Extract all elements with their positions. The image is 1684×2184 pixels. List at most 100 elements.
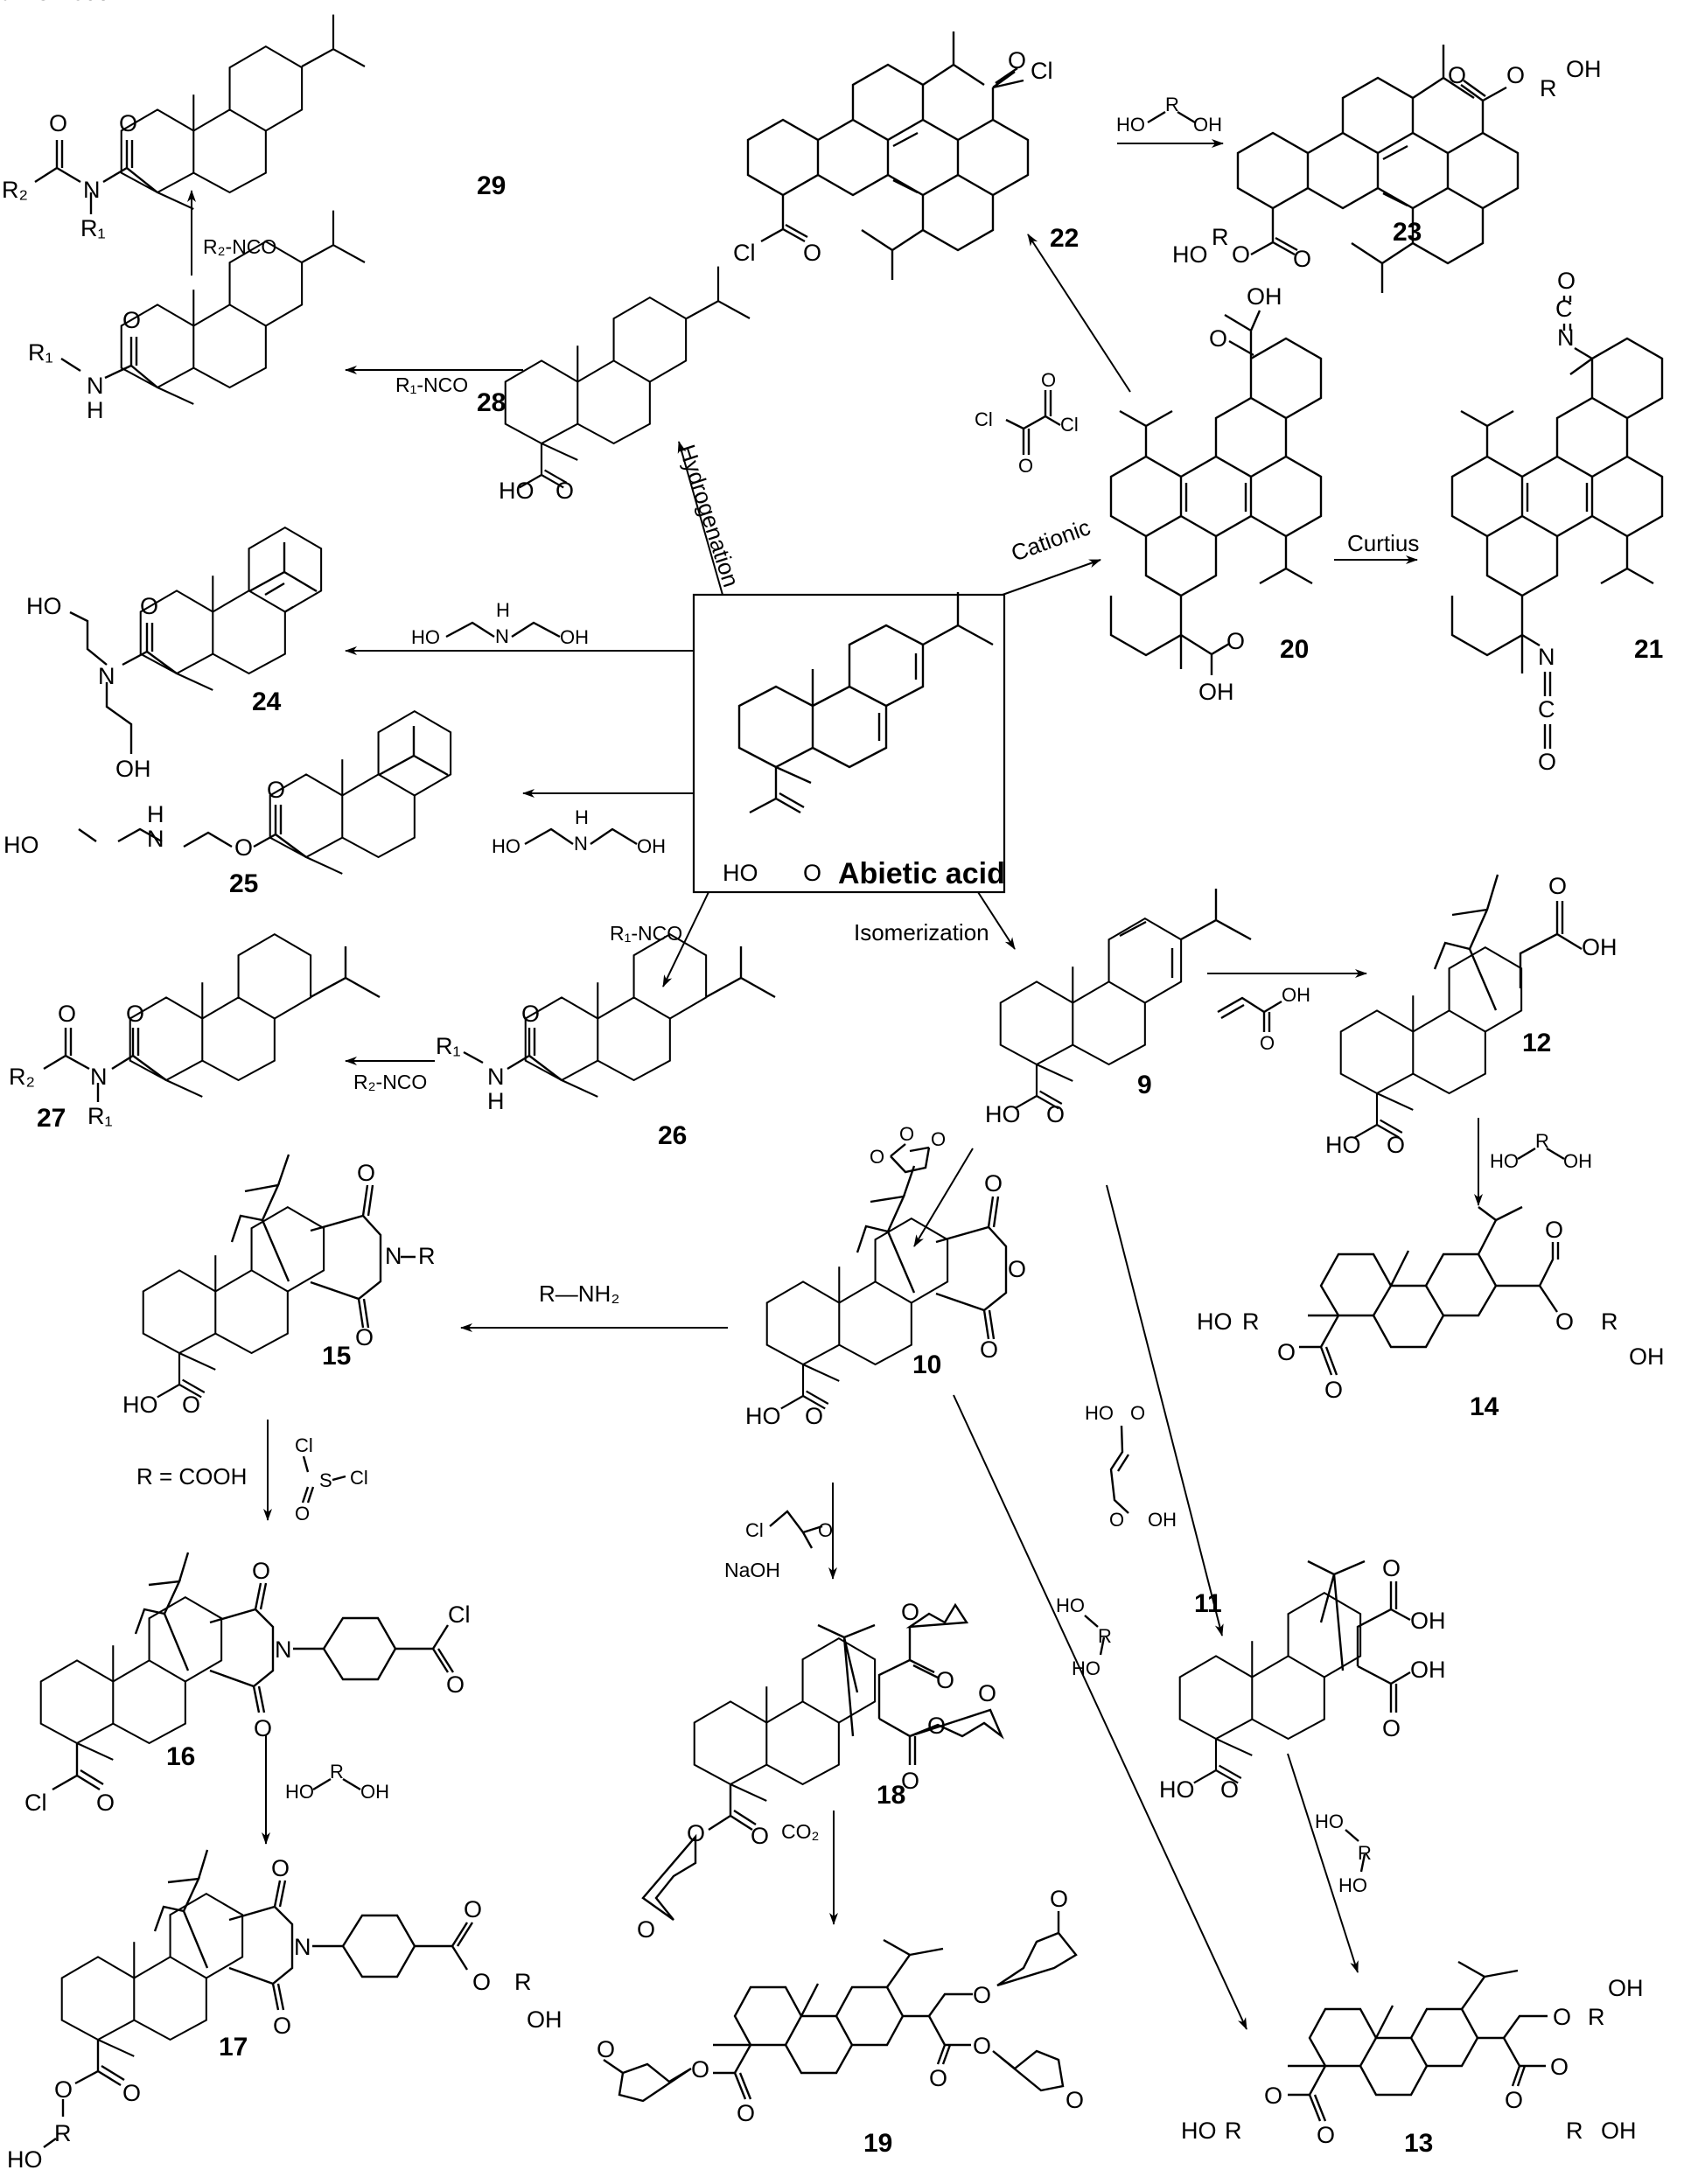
svg-text:OH: OH — [1282, 984, 1310, 1006]
svg-text:Cl: Cl — [745, 1519, 764, 1541]
svg-text:H: H — [87, 397, 104, 423]
label-naoh: NaOH — [724, 1559, 780, 1581]
svg-text:HO: HO — [1072, 1657, 1101, 1679]
svg-text:R: R — [1212, 224, 1229, 250]
svg-text:O: O — [936, 1667, 954, 1693]
reagent-diol-5: HO R OH — [285, 1761, 389, 1803]
svg-text:R₂: R₂ — [2, 177, 28, 203]
svg-text:O: O — [1226, 628, 1245, 654]
svg-text:N: N — [83, 177, 101, 203]
svg-text:H: H — [496, 599, 510, 621]
svg-text:O: O — [1550, 2054, 1569, 2080]
svg-text:N: N — [275, 1636, 292, 1663]
svg-text:HO: HO — [1172, 241, 1208, 268]
label-r1-nco-mid: R₁-NCO — [610, 922, 682, 945]
label-9: 9 — [1137, 1071, 1152, 1099]
svg-text:HO: HO — [411, 626, 440, 648]
svg-text:OH: OH — [1582, 934, 1618, 960]
svg-text:S: S — [319, 1469, 332, 1491]
label-19: 19 — [863, 2129, 892, 2158]
reagent-fumaric-acid: HO O O OH — [1085, 1402, 1177, 1531]
compound-23: O O R OH HO R O O 23 — [1172, 45, 1602, 293]
svg-text:HO: HO — [1325, 1132, 1361, 1158]
svg-text:Cl: Cl — [24, 1790, 47, 1816]
label-16: 16 — [166, 1742, 195, 1771]
svg-text:N: N — [147, 826, 164, 852]
svg-text:O: O — [49, 110, 67, 136]
label-13: 13 — [1404, 2129, 1433, 2158]
svg-text:H: H — [147, 801, 164, 827]
svg-text:HO: HO — [3, 832, 39, 858]
compound-27: O O N R₁ R₂ 27 — [9, 933, 381, 1133]
svg-text:O: O — [295, 1503, 310, 1525]
svg-text:OH: OH — [360, 1781, 389, 1803]
svg-text:O: O — [1324, 1377, 1343, 1403]
svg-text:N: N — [495, 625, 509, 647]
label-dimerization: dimerization — [0, 0, 122, 5]
svg-text:R₁: R₁ — [80, 215, 106, 241]
label-26: 26 — [658, 1121, 687, 1150]
compound-22: O Cl Cl O 22 — [733, 31, 1079, 280]
svg-text:O: O — [978, 1680, 996, 1706]
svg-text:N: N — [87, 373, 104, 399]
label-21: 21 — [1634, 635, 1663, 664]
compound-14: HO R O O O O R OH 14 — [1197, 1205, 1665, 1421]
svg-text:R: R — [1358, 1842, 1372, 1864]
reagent-diethanolamine-1: HO N H OH — [411, 599, 589, 648]
svg-text:O: O — [691, 2056, 709, 2083]
svg-text:Cl: Cl — [448, 1601, 471, 1628]
svg-text:O: O — [931, 1128, 946, 1150]
reagent-maleic-anhydride: O O O — [870, 1123, 946, 1174]
compound-11: O OH OH O HO O 11 — [1159, 1555, 1446, 1803]
svg-text:H: H — [575, 806, 589, 828]
svg-text:O: O — [464, 1896, 482, 1922]
svg-text:Cl: Cl — [350, 1467, 368, 1489]
svg-text:O: O — [870, 1146, 884, 1168]
svg-text:O: O — [737, 2100, 755, 2126]
svg-text:HO: HO — [1315, 1811, 1344, 1832]
svg-text:OH: OH — [1563, 1150, 1592, 1172]
svg-text:O: O — [254, 1715, 272, 1741]
svg-text:Cl: Cl — [975, 408, 993, 430]
svg-text:O: O — [984, 1170, 1003, 1197]
svg-text:N: N — [385, 1243, 402, 1269]
compound-26: O N H R₁ 26 — [436, 933, 776, 1150]
svg-text:O: O — [357, 1160, 375, 1186]
svg-text:R: R — [330, 1761, 344, 1783]
compound-10: O O O HO O 10 — [745, 1165, 1026, 1429]
svg-text:HO: HO — [745, 1403, 781, 1429]
compound-title: Abietic acid — [838, 857, 1005, 890]
svg-text:HO: HO — [122, 1392, 158, 1418]
svg-text:Cl: Cl — [733, 240, 756, 266]
svg-text:O: O — [58, 1001, 76, 1027]
svg-text:N: N — [1538, 644, 1555, 670]
svg-text:N: N — [1557, 324, 1575, 351]
reagent-oxalyl-chloride: Cl O O Cl — [975, 369, 1079, 477]
label-r-cooh: R = COOH — [136, 1463, 247, 1490]
svg-text:HO: HO — [985, 1101, 1021, 1127]
svg-text:HO: HO — [7, 2146, 43, 2173]
label-24: 24 — [252, 687, 282, 716]
svg-text:HO: HO — [285, 1781, 314, 1803]
compound-16: O N O Cl O Cl O 16 — [24, 1552, 471, 1816]
label-curtius: Curtius — [1347, 530, 1419, 556]
label-28: 28 — [477, 388, 506, 417]
label-r-nh2: R—NH₂ — [539, 1280, 619, 1307]
svg-text:OH: OH — [1148, 1509, 1177, 1531]
reagent-diol-2: HO R OH — [1490, 1130, 1592, 1172]
reagent-thionyl-chloride: Cl S Cl O — [295, 1434, 368, 1525]
svg-text:R₁: R₁ — [436, 1033, 461, 1059]
svg-text:O: O — [1557, 268, 1576, 294]
svg-text:Cl: Cl — [295, 1434, 313, 1456]
svg-text:N: N — [90, 1064, 108, 1090]
label-11: 11 — [1194, 1589, 1222, 1618]
svg-text:O: O — [899, 1123, 914, 1145]
svg-text:R: R — [1588, 2004, 1605, 2030]
label-17: 17 — [219, 2033, 248, 2062]
reagent-diol-4: HO R HO — [1315, 1811, 1372, 1896]
svg-text:R₂: R₂ — [9, 1064, 35, 1090]
svg-text:HO: HO — [1056, 1594, 1085, 1616]
svg-text:O: O — [521, 1001, 540, 1027]
svg-text:O: O — [355, 1324, 374, 1350]
svg-text:O: O — [1317, 2122, 1335, 2148]
